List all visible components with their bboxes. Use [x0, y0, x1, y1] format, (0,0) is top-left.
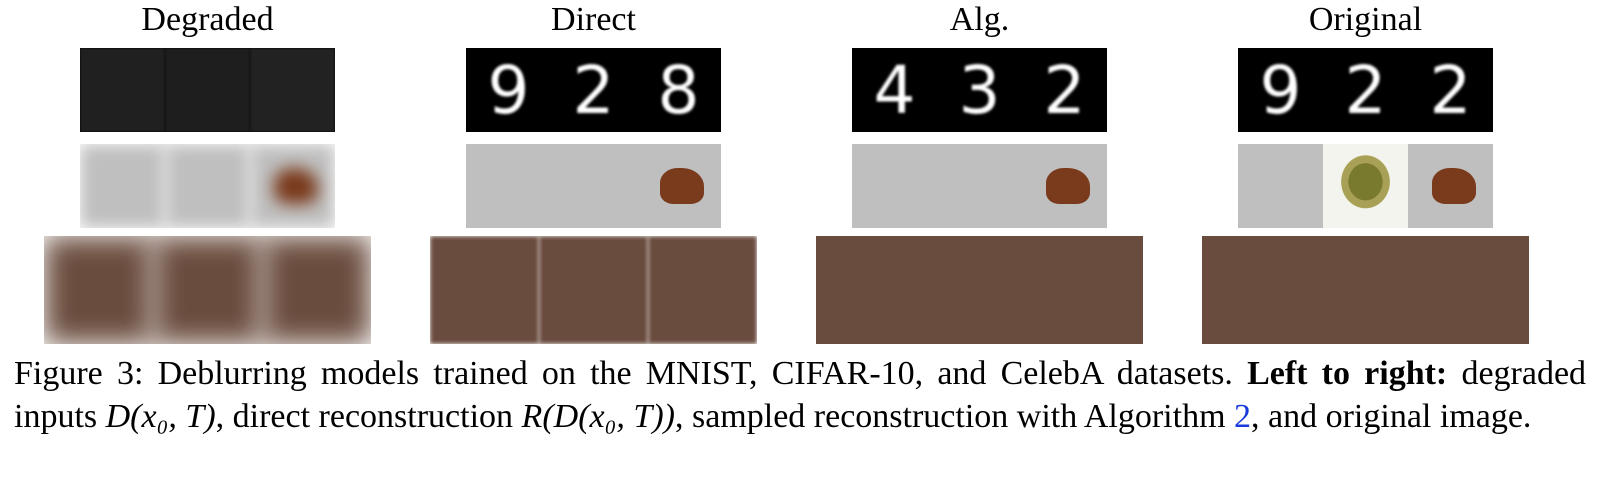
column-title-direct: Direct: [551, 1, 636, 38]
cifar-strip-original: [1238, 144, 1493, 228]
mnist-cell: [165, 48, 250, 132]
cifar-frog-image: [1323, 144, 1408, 228]
cifar-car-image: [80, 144, 165, 228]
mnist-digit: 3: [958, 51, 1001, 129]
celeba-face-image: [262, 236, 371, 344]
cifar-car-image: [466, 144, 551, 228]
column-title-original: Original: [1308, 1, 1423, 38]
column-title-degraded: Degraded: [141, 1, 274, 38]
celeba-face-image: [1202, 236, 1311, 344]
caption-text: , direct reconstruction: [215, 398, 514, 435]
celeba-face-image: [44, 236, 153, 344]
mnist-strip-degraded: [80, 48, 335, 132]
mnist-digit: 8: [657, 51, 700, 129]
cifar-strip-alg: [852, 144, 1107, 228]
celeba-face-image: [816, 236, 925, 344]
mnist-digit: 9: [1259, 51, 1302, 129]
mnist-strip-original: 9 2 2: [1238, 48, 1493, 132]
celeba-face-image: [1034, 236, 1143, 344]
celeba-strip-alg: [816, 236, 1143, 344]
celeba-strip-direct: [430, 236, 757, 344]
mnist-digit: 2: [1043, 51, 1086, 129]
celeba-face-image: [430, 236, 539, 344]
celeba-face-image: [1420, 236, 1529, 344]
celeba-strip-degraded: [44, 236, 371, 344]
celeba-strip-original: [1202, 236, 1529, 344]
cifar-frog-image: [165, 144, 250, 228]
figure-caption: Figure 3: Deblurring models trained on t…: [14, 352, 1586, 438]
caption-text: Deblurring models trained on the MNIST, …: [157, 355, 1233, 392]
cifar-horse-image: [636, 144, 721, 228]
mnist-cell: [250, 48, 335, 132]
cifar-strip-direct: [466, 144, 721, 228]
cifar-frog-image: [551, 144, 636, 228]
column-title-alg: Alg.: [949, 1, 1010, 38]
algorithm-reference-link[interactable]: 2: [1234, 398, 1252, 435]
cifar-car-image: [852, 144, 937, 228]
cifar-car-image: [1238, 144, 1323, 228]
mnist-digit: 2: [572, 51, 615, 129]
mnist-strip-direct: 9 2 8: [466, 48, 721, 132]
celeba-face-image: [1311, 236, 1420, 344]
mnist-digit: 9: [487, 51, 530, 129]
mnist-strip-alg: 4 3 2: [852, 48, 1107, 132]
celeba-face-image: [539, 236, 648, 344]
mnist-digit: 2: [1344, 51, 1387, 129]
caption-math: D(x₀, T): [105, 398, 216, 435]
caption-text: , sampled reconstruction with Algorithm: [674, 398, 1226, 435]
mnist-digit: 2: [1429, 51, 1472, 129]
cifar-horse-image: [1022, 144, 1107, 228]
figure-label: Figure 3:: [14, 355, 144, 392]
celeba-face-image: [153, 236, 262, 344]
mnist-digit: 4: [873, 51, 916, 129]
cifar-frog-image: [937, 144, 1022, 228]
caption-bold-text: Left to right:: [1247, 355, 1448, 392]
cifar-horse-image: [1408, 144, 1493, 228]
mnist-cell: [80, 48, 165, 132]
caption-math: R(D(x₀, T)): [521, 398, 675, 435]
cifar-horse-image: [250, 144, 335, 228]
cifar-strip-degraded: [80, 144, 335, 228]
celeba-face-image: [648, 236, 757, 344]
caption-text: degraded inputs: [14, 355, 1587, 435]
celeba-face-image: [925, 236, 1034, 344]
caption-text: , and original image.: [1251, 398, 1532, 435]
